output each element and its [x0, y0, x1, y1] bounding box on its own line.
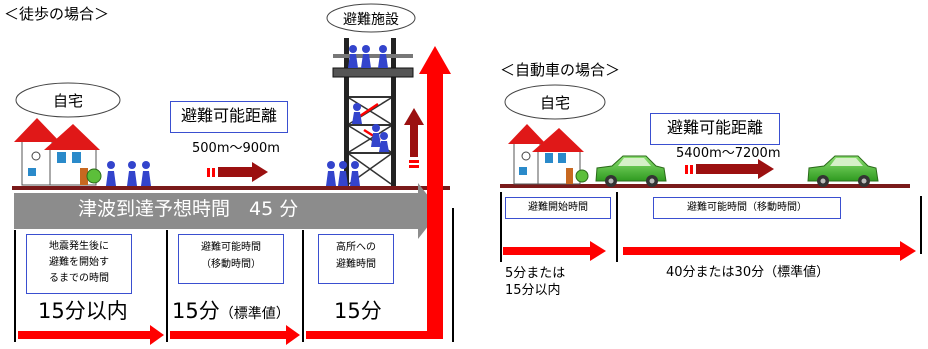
walk-separator-1	[14, 230, 16, 342]
walk-house-icon	[14, 118, 102, 186]
walk-phase1-time: 15分以内	[38, 299, 128, 323]
walk-phase3-up-arrow	[306, 46, 451, 339]
car-phase1-time: 5分または 15分以内	[505, 265, 565, 299]
walk-separator-3	[302, 230, 304, 342]
walk-distance-value: 500m～900m	[192, 141, 280, 156]
walk-person-icons	[106, 161, 151, 186]
car-distance-dash-2	[690, 165, 693, 174]
walk-distance-arrow	[218, 162, 268, 182]
walk-phase1-line2: 避難を開始す	[49, 257, 109, 268]
walk-phase2-time: 15分（標準値）	[172, 299, 290, 323]
car-phase1-box: 避難開始時間	[505, 197, 611, 219]
tower-up-dash-1	[409, 165, 419, 168]
walk-phase1-line1: 地震発生後に	[49, 241, 109, 252]
car-distance-dash-1	[685, 165, 688, 174]
walk-phase2-arrow	[170, 325, 300, 345]
car-ground-line	[500, 184, 910, 188]
car-icon-1	[595, 155, 667, 187]
walk-phase2-time-note: （標準値）	[219, 306, 290, 322]
car-distance-value: 5400m～7200m	[676, 146, 781, 161]
car-separator-2	[616, 192, 618, 262]
walk-distance-box: 避難可能距離	[170, 101, 288, 133]
car-section-title: ＜自動車の場合＞	[500, 61, 621, 79]
tower-person-icons	[326, 45, 389, 186]
car-separator-1	[500, 192, 502, 262]
walk-phase3-line1: 高所への	[336, 242, 376, 253]
facility-label: 避難施設	[343, 12, 399, 28]
walk-section-title: ＜徒歩の場合＞	[4, 5, 110, 23]
walk-phase2-time-main: 15分	[172, 299, 220, 323]
tower-up-arrow	[404, 108, 424, 157]
walk-phase2-line1: 避難可能時間	[201, 242, 261, 253]
car-distance-arrow	[696, 159, 774, 179]
car-home-ellipse	[504, 84, 606, 120]
walk-separator-4	[452, 208, 454, 342]
car-icon-2	[807, 155, 879, 187]
walk-phase1-line3: るまでの時間	[49, 273, 109, 284]
walk-home-label: 自宅	[52, 92, 83, 110]
tsunami-bar-label: 津波到達予想時間 45 分	[78, 198, 299, 220]
facility-ellipse	[326, 3, 416, 33]
tower-up-dash-2	[409, 160, 419, 163]
walk-phase2-box: 避難可能時間 （移動時間）	[178, 234, 284, 284]
tsunami-bar-arrow	[14, 183, 440, 239]
walk-ground-line	[12, 186, 450, 190]
walk-phase2-line2: （移動時間）	[201, 259, 261, 270]
car-distance-box: 避難可能距離	[650, 113, 780, 145]
walk-phase3-time: 15分	[334, 299, 382, 323]
walk-phase1-box: 地震発生後に 避難を開始す るまでの時間	[26, 234, 132, 294]
walk-distance-dash-1	[207, 168, 210, 177]
car-home-label: 自宅	[539, 94, 570, 112]
car-separator-3	[920, 196, 922, 254]
car-phase2-box: 避難可能時間（移動時間）	[653, 197, 841, 219]
walk-phase1-arrow	[18, 325, 164, 345]
walk-distance-dash-2	[212, 168, 215, 177]
walk-phase3-line2: 避難時間	[336, 259, 376, 270]
car-phase1-arrow	[503, 241, 606, 261]
car-house-icon	[508, 124, 589, 185]
car-phase1-time-line2: 15分以内	[505, 283, 561, 298]
car-phase1-time-line1: 5分または	[505, 266, 566, 281]
walk-phase3-box: 高所への 避難時間	[318, 234, 394, 284]
car-phase2-time: 40分または30分（標準値）	[666, 265, 830, 280]
car-phase2-arrow	[623, 241, 916, 261]
walk-home-ellipse	[15, 82, 121, 118]
walk-separator-2	[166, 230, 168, 342]
